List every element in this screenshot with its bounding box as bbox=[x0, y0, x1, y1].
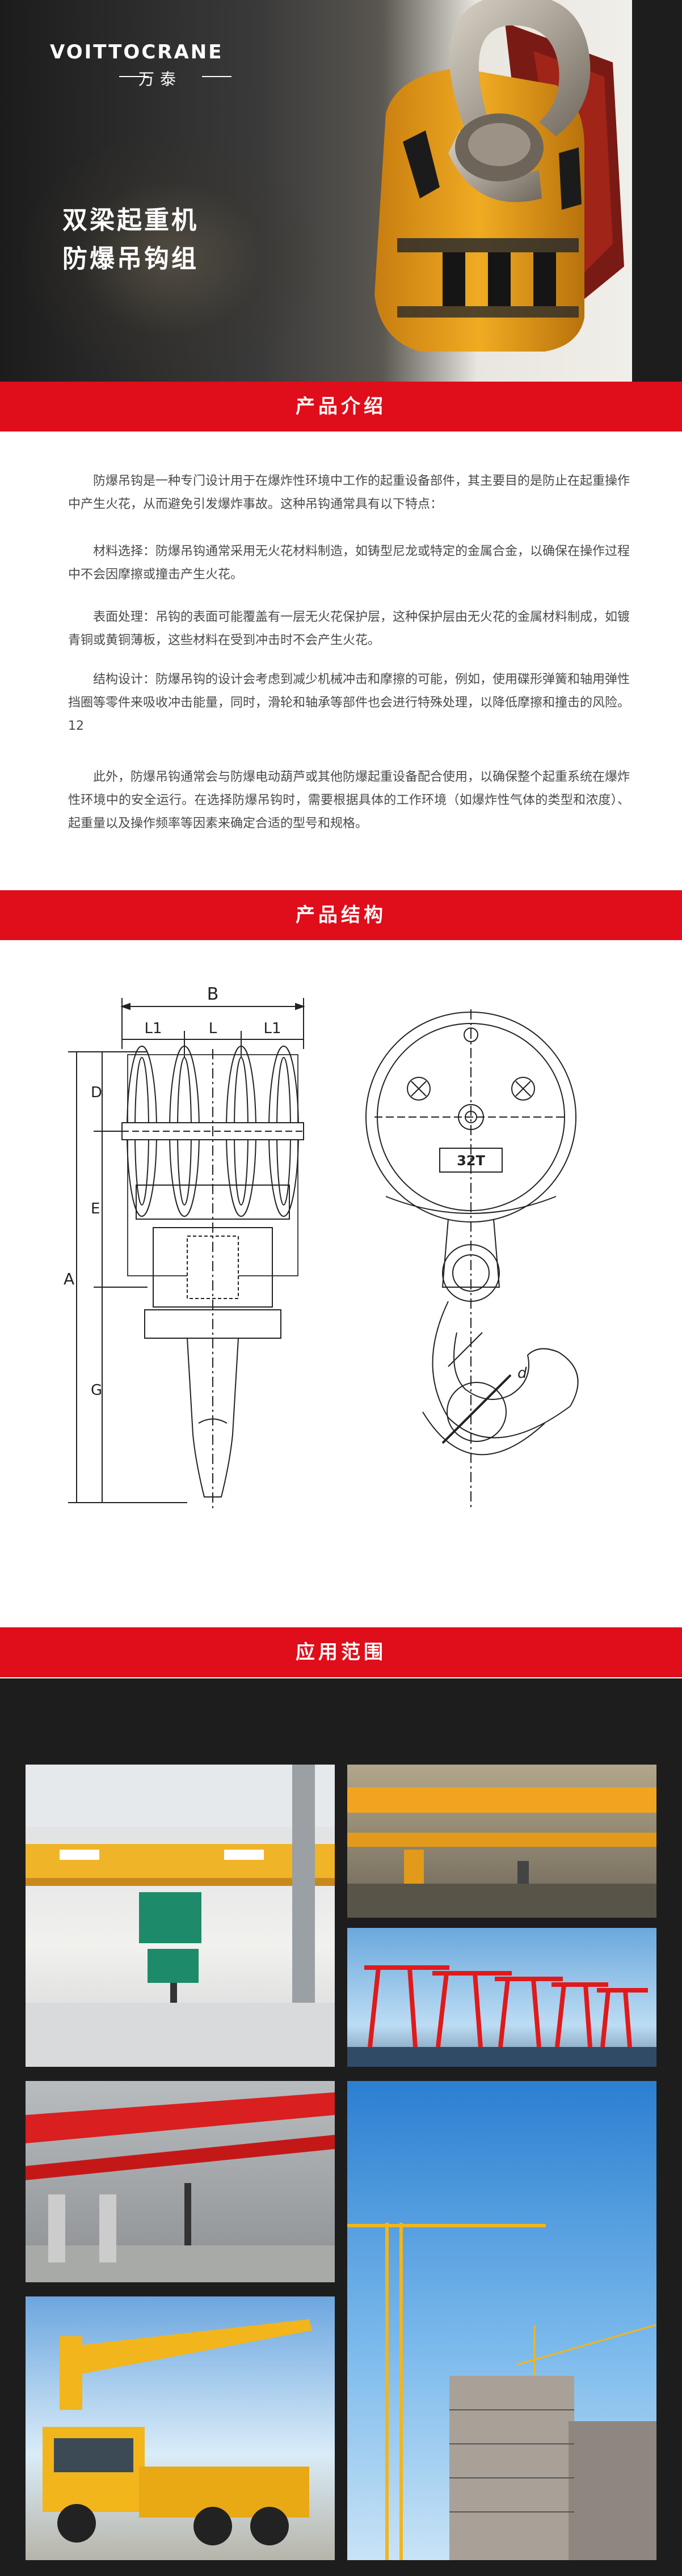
photo-truck-crane bbox=[26, 2296, 335, 2560]
hook-block-drawing: B L1 L L1 A D E G bbox=[64, 984, 579, 1508]
label-l: L bbox=[209, 1020, 217, 1037]
logo-divider-left bbox=[119, 76, 149, 77]
photo-tower-crane bbox=[347, 2081, 656, 2560]
label-b: B bbox=[207, 984, 219, 1004]
factory-crane-illustration bbox=[26, 2092, 335, 2282]
hero-banner: VOITTOCRANE 万泰 双梁起重机 防爆吊钩组 bbox=[0, 0, 682, 382]
label-l1-left: L1 bbox=[144, 1020, 162, 1037]
photo-factory-crane bbox=[26, 2081, 335, 2282]
logo-divider-right bbox=[202, 76, 231, 77]
intro-paragraph-1: 防爆吊钩是一种专门设计用于在爆炸性环境中工作的起重设备部件，其主要目的是防止在起… bbox=[68, 474, 630, 511]
intro-paragraph-3: 表面处理：吊钩的表面可能覆盖有一层无火花保护层，这种保护层由无火花的金属材料制成… bbox=[68, 610, 630, 648]
capacity-plate: 32T bbox=[457, 1153, 485, 1169]
intro-paragraph-5: 此外，防爆吊钩通常会与防爆电动葫芦或其他防爆起重设备配合使用，以确保整个起重系统… bbox=[68, 770, 630, 831]
dimension-b: B bbox=[120, 984, 305, 1049]
port-cranes-illustration bbox=[347, 1965, 656, 2067]
label-hook-d: d bbox=[517, 1365, 527, 1382]
intro-paragraph-4: 结构设计：防爆吊钩的设计会考虑到减少机械冲击和摩擦的可能，例如，使用碟形弹簧和轴… bbox=[68, 672, 630, 733]
photo-workshop-crane bbox=[26, 1765, 335, 2067]
label-e: E bbox=[91, 1200, 100, 1217]
bridge-crane-illustration bbox=[347, 1787, 656, 1918]
label-d: D bbox=[91, 1084, 102, 1101]
intro-paragraph-2: 材料选择：防爆吊钩通常采用无火花材料制造，如铸型尼龙或特定的金属合金，以确保在操… bbox=[68, 544, 630, 582]
dimension-vertical: A D E G bbox=[64, 1051, 187, 1503]
brand-logo-cn: 万泰 bbox=[138, 70, 182, 88]
hero-title-line2: 防爆吊钩组 bbox=[62, 244, 199, 273]
label-l1-right: L1 bbox=[263, 1020, 281, 1037]
truck-crane-illustration bbox=[43, 2319, 312, 2545]
label-g: G bbox=[91, 1382, 102, 1399]
hero-blurred-hook bbox=[23, 136, 318, 380]
section-header-application: 应用范围 bbox=[0, 1627, 682, 1677]
hero-title-line1: 双梁起重机 bbox=[62, 206, 199, 235]
brand-logo: VOITTOCRANE bbox=[50, 41, 224, 64]
label-a: A bbox=[64, 1270, 74, 1288]
application-gallery bbox=[0, 1678, 682, 2576]
side-view bbox=[121, 1046, 304, 1508]
photo-port-cranes bbox=[347, 1928, 656, 2067]
hero-right-bar bbox=[632, 0, 682, 382]
section-header-structure: 产品结构 bbox=[0, 890, 682, 940]
dimension-l: L1 L L1 bbox=[122, 1020, 304, 1058]
tower-crane-illustration bbox=[347, 2223, 656, 2560]
hook-block-photo bbox=[374, 0, 624, 352]
workshop-crane-illustration bbox=[26, 1765, 335, 2067]
front-view: 32T d bbox=[365, 1009, 579, 1508]
photo-bridge-crane bbox=[347, 1765, 656, 1918]
section-header-intro: 产品介绍 bbox=[0, 382, 682, 432]
